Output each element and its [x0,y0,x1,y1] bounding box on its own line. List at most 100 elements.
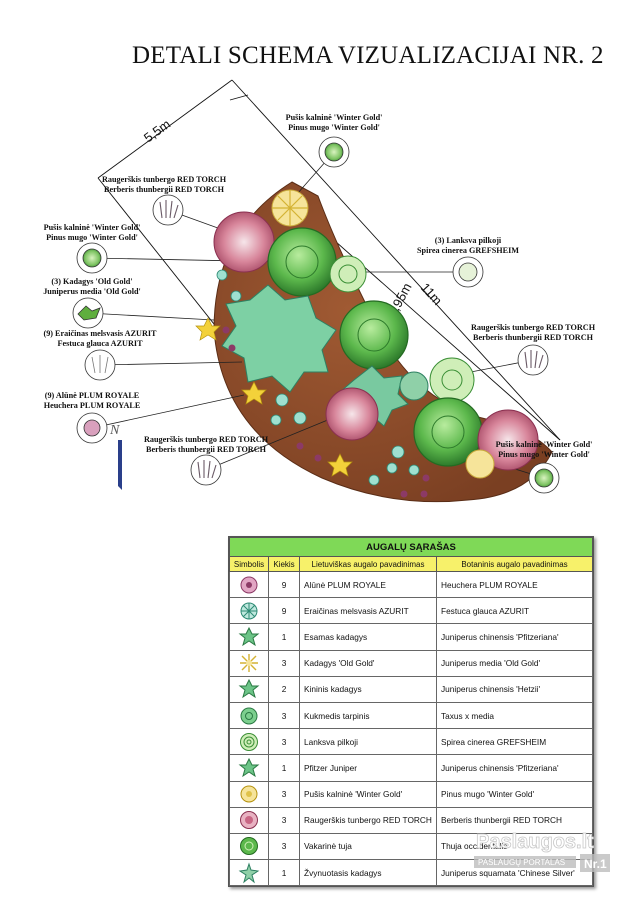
legend-bot-name: Juniperus media 'Old Gold' [436,649,593,677]
legend-lt-name: Pušis kalninė 'Winter Gold' [299,780,437,808]
label-pine-right-1: Pušis kalninė 'Winter Gold' [496,440,593,449]
legend-bot-name: Taxus x media [436,701,593,730]
legend-qty: 3 [268,728,300,756]
planting-plan: 5,5m 11m 1,95m [43,79,596,503]
spirea-icon [240,732,258,751]
yew-icon [240,707,258,725]
label-pine-right-2: Pinus mugo 'Winter Gold' [498,450,590,459]
thuja-icon [240,837,258,856]
north-label: N [109,423,120,438]
legend-symbol [229,859,269,887]
label-heuchera-1: (9) Alūnė PLUM ROYALE [45,391,140,400]
north-arrow: N [109,423,122,490]
label-pine-top-2: Pinus mugo 'Winter Gold' [288,123,380,132]
pine-icon [240,785,258,803]
legend-qty: 2 [268,675,300,703]
page-title: DETALI SCHEMA VIZUALIZACIJAI NR. 2 [132,42,604,69]
legend-lt-name: Pfitzer Juniper [299,754,437,782]
legend-lt-name: Žvynuotasis kadagys [299,859,437,887]
legend-lt-name: Kadagys 'Old Gold' [299,649,437,677]
juniper-icon [238,626,260,647]
juniper-icon [238,679,260,699]
legend-lt-name: Eraičinas melsvasis AZURIT [299,597,437,625]
legend-bot-name: Juniperus chinensis 'Pfitzeriana' [436,754,593,782]
heuchera-icon [240,576,258,594]
label-badges [72,136,560,494]
legend-lt-name: Kukmedis tarpinis [299,701,437,730]
label-berberis-right-1: Raugerškis tunbergo RED TORCH [471,323,596,332]
plant-legend: AUGALŲ SĄRAŠAS Simbolis Kiekis Lietuvišk… [228,536,594,888]
label-berberis-bottom-2: Berberis thunbergii RED TORCH [146,445,267,454]
label-oldgold-1: (3) Kadagys 'Old Gold' [51,277,132,286]
label-oldgold-2: Juniperus media 'Old Gold' [43,287,141,296]
legend-symbol [229,649,269,677]
watermark-brand: Paslaugos.lt [476,831,594,853]
legend-qty: 1 [268,623,300,651]
legend-symbol [229,701,269,730]
legend-bot-name: Festuca glauca AZURIT [436,597,593,625]
width-dimension-label: 5,5m [141,116,173,145]
legend-qty: 3 [268,701,300,730]
festuca-icon [240,602,258,620]
legend-symbol [229,728,269,756]
legend-lt-name: Kininis kadagys [299,675,437,703]
legend-table: AUGALŲ SĄRAŠAS Simbolis Kiekis Lietuvišk… [229,537,593,887]
label-pine-left-1: Pušis kalninė 'Winter Gold' [44,223,141,232]
legend-lt-name: Vakarinė tuja [299,832,437,861]
legend-lt-name: Alūnė PLUM ROYALE [299,570,437,599]
legend-symbol [229,570,269,599]
legend-bot-name: Heuchera PLUM ROYALE [436,570,593,599]
legend-lt-name: Raugerškis tunbergo RED TORCH [299,806,437,834]
label-berberis-right-2: Berberis thunbergii RED TORCH [473,333,594,342]
legend-symbol [229,780,269,808]
legend-symbol [229,832,269,861]
legend-bot-name: Berberis thunbergii RED TORCH [436,806,593,834]
legend-qty: 1 [268,859,300,887]
legend-title: AUGALŲ SĄRAŠAS [229,537,593,557]
col-qty: Kiekis [268,556,300,572]
plant-labels: Pušis kalninė 'Winter Gold' Pinus mugo '… [43,113,595,459]
label-festuca-1: (9) Eraičinas melsvasis AZURIT [43,329,157,338]
label-heuchera-2: Heuchera PLUM ROYALE [44,401,141,410]
legend-lt-name: Lanksva pilkoji [299,728,437,756]
label-spirea-1: (3) Lanksva pilkoji [435,236,502,245]
label-berberis-top-1: Raugerškis tunbergo RED TORCH [102,175,227,184]
col-bot-name: Botaninis augalo pavadinimas [436,556,593,572]
legend-qty: 3 [268,832,300,861]
legend-qty: 3 [268,780,300,808]
label-spirea-2: Spirea cinerea GREFSHEIM [417,246,519,255]
label-berberis-bottom-1: Raugerškis tunbergo RED TORCH [144,435,269,444]
length-dimension-label: 11m [418,280,445,308]
legend-bot-name: Spirea cinerea GREFSHEIM [436,728,593,756]
label-berberis-top-2: Berberis thunbergii RED TORCH [104,185,225,194]
legend-qty: 3 [268,649,300,677]
legend-bot-name: Juniperus chinensis 'Hetzii' [436,675,593,703]
label-pine-top-1: Pušis kalninė 'Winter Gold' [286,113,383,122]
legend-symbol [229,597,269,625]
legend-bot-name: Juniperus chinensis 'Pfitzeriana' [436,623,593,651]
bed-plants [195,189,539,498]
legend-qty: 3 [268,806,300,834]
juniper-icon [238,757,260,778]
berberis-icon [240,811,258,830]
legend-qty: 9 [268,597,300,625]
gold-juniper-icon [240,654,258,673]
watermark: Paslaugos.lt PASLAUGŲ PORTALAS Nr.1 [474,831,610,872]
legend-lt-name: Esamas kadagys [299,623,437,651]
watermark-sub: PASLAUGŲ PORTALAS [478,858,565,867]
legend-symbol [229,754,269,782]
legend-bot-name: Pinus mugo 'Winter Gold' [436,780,593,808]
squamata-icon [238,862,260,884]
legend-qty: 9 [268,570,300,599]
